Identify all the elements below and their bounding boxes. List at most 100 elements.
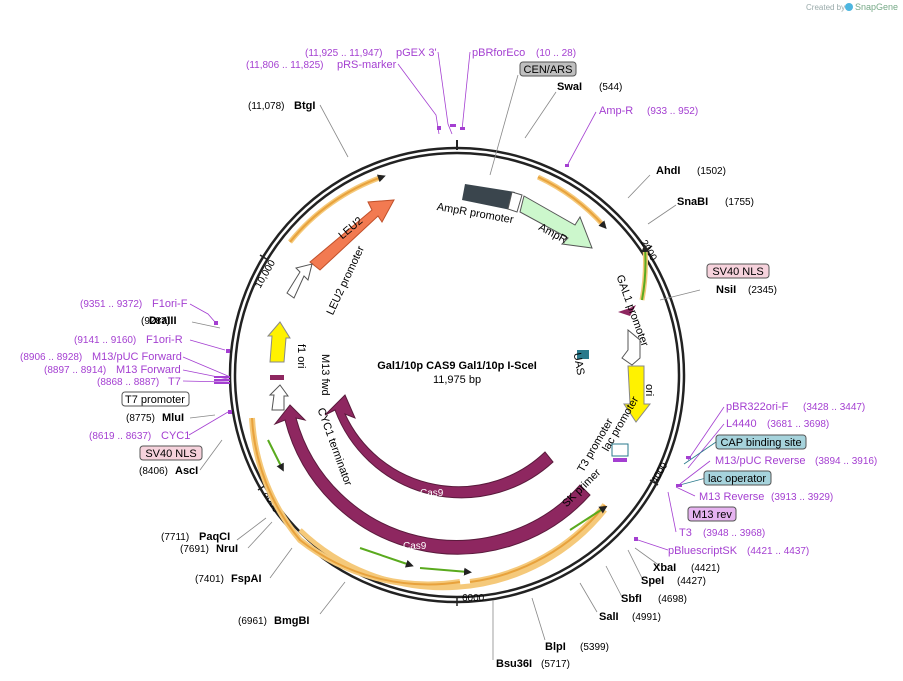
primer-ampr-name[interactable]: Amp-R: [599, 105, 633, 117]
site-nrui-name[interactable]: NruI: [216, 543, 238, 555]
gal1-mark[interactable]: [618, 305, 636, 316]
site-btgi-pos: (11,078): [248, 101, 285, 112]
credit-brand: SnapGene: [855, 2, 898, 12]
primer-f1orir-range: (9141 .. 9160): [74, 335, 136, 346]
f1-ori-label: f1 ori: [295, 344, 307, 368]
primer-prsmarker-range: (11,806 .. 11,825): [246, 60, 323, 71]
primer-stack-right[interactable]: [613, 458, 627, 462]
primer-pgex3-name[interactable]: pGEX 3': [396, 47, 437, 59]
site-ahdi-name[interactable]: AhdI: [656, 165, 680, 177]
gal1-promoter-arrow[interactable]: [621, 328, 641, 366]
primer-t3-range: (3948 .. 3968): [703, 528, 765, 539]
ori-label: ori: [643, 384, 655, 396]
ampr-promoter-block[interactable]: [507, 191, 523, 213]
credit-prefix: Created by: [806, 3, 845, 12]
primer-m13pucrev-name[interactable]: M13/pUC Reverse: [715, 455, 805, 467]
primer-pbrforeco-name[interactable]: pBRforEco: [472, 47, 525, 59]
primer-t3-name[interactable]: T3: [679, 527, 692, 539]
cen-ars-block[interactable]: [462, 184, 515, 210]
primer-m13fwd-name[interactable]: M13 Forward: [116, 364, 181, 376]
restriction-sites: (11,078) BtgI SwaI (544) AhdI (1502) Sna…: [126, 81, 777, 670]
site-asci-name[interactable]: AscI: [175, 465, 198, 477]
snapgene-logo-icon: [845, 3, 853, 11]
site-draiii-name[interactable]: DraIII: [149, 315, 177, 327]
site-paqci-name[interactable]: PaqCI: [199, 531, 230, 543]
box-t7-promoter[interactable]: [121, 391, 190, 407]
orf-arrows: [249, 174, 650, 591]
primer-f1orif-range: (9351 .. 9372): [80, 299, 142, 310]
primer-m13fwd-range: (8897 .. 8914): [44, 365, 106, 376]
box-cen-ars-label: CEN/ARS: [524, 64, 573, 76]
site-xbai-name[interactable]: XbaI: [653, 562, 676, 574]
leu2-arrow[interactable]: [309, 199, 395, 271]
site-snabi-name[interactable]: SnaBI: [677, 196, 708, 208]
site-sali-name[interactable]: SalI: [599, 611, 619, 623]
site-paqci-pos: (7711): [161, 532, 189, 543]
primer-pbluescriptsk-name[interactable]: pBluescriptSK: [668, 545, 738, 557]
primer-pbluescriptsk-range: (4421 .. 4437): [747, 546, 809, 557]
primer-cyc1-range: (8619 .. 8637): [89, 431, 151, 442]
primer-pgex3-range: (11,925 .. 11,947): [305, 48, 382, 59]
site-nsii-name[interactable]: NsiI: [716, 284, 736, 296]
primer-m13pucfwd-name[interactable]: M13/pUC Forward: [92, 351, 182, 363]
m13-fwd-label: M13 fwd: [319, 354, 331, 396]
box-lac-operator[interactable]: [703, 470, 772, 486]
cas9-outer-arc[interactable]: [273, 404, 591, 555]
box-cen-ars[interactable]: [519, 61, 577, 77]
tick-10000: 10,000: [253, 258, 278, 290]
box-m13-rev[interactable]: [687, 506, 737, 522]
site-blpi-name[interactable]: BlpI: [545, 641, 566, 653]
uas-label: UAS: [571, 352, 587, 376]
site-xbai-pos: (4421): [691, 563, 720, 574]
lac-features-block[interactable]: [611, 443, 629, 457]
site-spei-name[interactable]: SpeI: [641, 575, 664, 587]
primer-l4440-name[interactable]: L4440: [726, 418, 757, 430]
site-fspai-name[interactable]: FspAI: [231, 573, 262, 585]
box-m13-rev-label: M13 rev: [692, 509, 732, 521]
f1-ori-arrow[interactable]: [266, 321, 291, 363]
cyc1-terminator-arrow[interactable]: [268, 384, 289, 411]
primer-pbr322ori-name[interactable]: pBR322ori-F: [726, 401, 789, 413]
ori-arrow[interactable]: [623, 365, 652, 423]
primer-m13reverse-name[interactable]: M13 Reverse: [699, 491, 764, 503]
site-mlui-name[interactable]: MluI: [162, 412, 184, 424]
primer-m13pucfwd-range: (8906 .. 8928): [20, 352, 82, 363]
uas-block[interactable]: [577, 350, 589, 359]
primer-ampr-range: (933 .. 952): [647, 106, 698, 117]
snapgene-credit[interactable]: Created by SnapGene: [806, 2, 898, 12]
box-t7-promoter-label: T7 promoter: [125, 394, 185, 406]
site-bsu36i-pos: (5717): [541, 659, 570, 670]
site-swai-name[interactable]: SwaI: [557, 81, 582, 93]
box-sv40-top[interactable]: [706, 263, 770, 279]
primer-cyc1-name[interactable]: CYC1: [161, 430, 190, 442]
m13-fwd-mark[interactable]: [270, 375, 284, 380]
primer-t7-name[interactable]: T7: [168, 376, 181, 388]
site-swai-pos: (544): [599, 82, 622, 93]
primer-pbrforeco-range: (10 .. 28): [536, 48, 576, 59]
box-cap-binding-label: CAP binding site: [720, 437, 801, 449]
site-draiii-pos: (9287): [141, 316, 170, 327]
site-ahdi-pos: (1502): [697, 166, 726, 177]
box-sv40-left-label: SV40 NLS: [145, 448, 196, 460]
site-asci-pos: (8406): [139, 466, 168, 477]
primer-f1orif-name[interactable]: F1ori-F: [152, 298, 188, 310]
site-sbfi-name[interactable]: SbfI: [621, 593, 642, 605]
site-btgi-name[interactable]: BtgI: [294, 100, 315, 112]
site-sbfi-pos: (4698): [658, 594, 687, 605]
cas9-inner-arc[interactable]: [324, 394, 554, 499]
plasmid-size: 11,975 bp: [433, 374, 481, 386]
primer-prsmarker-name[interactable]: pRS-marker: [337, 59, 397, 71]
site-bsu36i-name[interactable]: Bsu36I: [496, 658, 532, 670]
primer-pbr322ori-range: (3428 .. 3447): [803, 402, 865, 413]
box-sv40-left[interactable]: [139, 445, 203, 461]
box-cap-binding[interactable]: [715, 434, 807, 450]
primer-m13reverse-range: (3913 .. 3929): [771, 492, 833, 503]
ampr-arrow[interactable]: [519, 195, 593, 249]
primer-labels: (11,925 .. 11,947) pGEX 3' pBRforEco (10…: [20, 47, 877, 557]
primer-l4440-range: (3681 .. 3698): [767, 419, 829, 430]
boxed-labels: CEN/ARS SV40 NLS T7 promoter SV40 NLS CA…: [121, 61, 807, 522]
leu2-promoter-arrow[interactable]: [286, 263, 313, 299]
primer-f1orir-name[interactable]: F1ori-R: [146, 334, 183, 346]
site-bmgbi-name[interactable]: BmgBI: [274, 615, 309, 627]
